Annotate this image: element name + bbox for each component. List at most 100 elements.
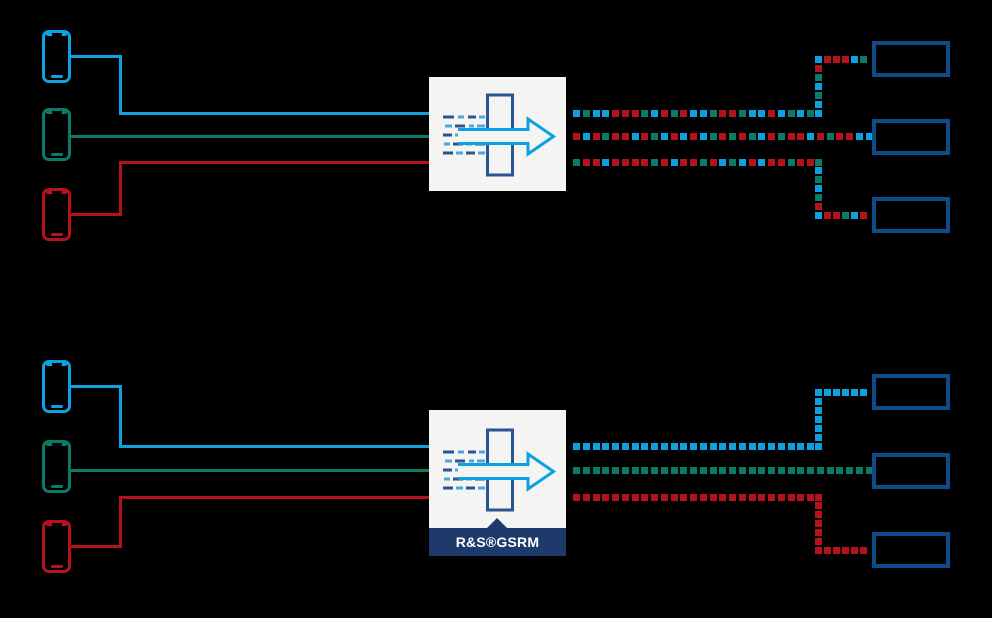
stream-dot-red xyxy=(690,158,697,166)
stream-dot-green xyxy=(787,466,795,474)
stream-dot-green xyxy=(592,466,600,474)
stream-dot-red xyxy=(816,132,824,140)
stream-dot-blue xyxy=(815,100,822,108)
stream-dot-green xyxy=(815,193,822,201)
connection-line xyxy=(71,469,429,472)
stream-dot-green xyxy=(651,466,658,474)
stream-dot-blue xyxy=(719,158,727,166)
connection-line xyxy=(71,545,122,548)
stream-dot-blue xyxy=(670,158,678,166)
stream-dot-red xyxy=(836,132,844,140)
stream-dot-green xyxy=(573,158,580,166)
stream-dot-green xyxy=(816,466,824,474)
stream-dot-blue xyxy=(748,109,756,117)
stream-dot-blue xyxy=(709,442,717,450)
stream-dot-blue xyxy=(758,132,766,140)
stream-dot-red xyxy=(777,493,785,501)
stream-dot-green xyxy=(807,466,814,474)
stream-dot-green xyxy=(748,132,756,140)
stream-dot-green xyxy=(842,211,849,219)
phone-notch xyxy=(51,363,62,367)
stream-dot-green xyxy=(670,109,678,117)
stream-dot-red xyxy=(680,109,688,117)
stream-dot-red xyxy=(573,132,580,140)
stream-dot-blue xyxy=(815,211,822,219)
stream-dot-red xyxy=(660,158,668,166)
stream-dot-red xyxy=(641,493,649,501)
phone-home-bar xyxy=(50,153,63,156)
stream-dot-green xyxy=(651,158,658,166)
phone-icon-red xyxy=(42,520,71,573)
stream-dot-red xyxy=(612,158,619,166)
stream-dot-green xyxy=(826,132,834,140)
gsrm-banner: R&S®GSRM xyxy=(429,528,566,556)
stream-dot-red xyxy=(729,493,736,501)
stream-dot-red xyxy=(582,493,590,501)
stream-dot-green xyxy=(719,466,727,474)
stream-dot-blue xyxy=(699,109,707,117)
stream-dot-green xyxy=(729,466,736,474)
stream-dot-blue xyxy=(651,109,658,117)
stream-dot-red xyxy=(680,158,688,166)
stream-dot-red xyxy=(729,109,736,117)
stream-dot-red xyxy=(612,132,619,140)
stream-dot-blue xyxy=(807,442,814,450)
phone-home-bar xyxy=(50,485,63,488)
stream-dot-green xyxy=(777,466,785,474)
stream-dot-green xyxy=(797,466,805,474)
connection-line xyxy=(71,55,122,58)
stream-dot-red xyxy=(824,546,831,554)
stream-dot-blue xyxy=(842,388,849,396)
stream-dot-blue xyxy=(612,442,619,450)
stream-dot-green xyxy=(709,466,717,474)
stream-dot-blue xyxy=(815,442,822,450)
stream-dot-green xyxy=(777,132,785,140)
receiver-box xyxy=(872,374,950,410)
stream-dot-green xyxy=(709,109,717,117)
stream-dot-red xyxy=(719,109,727,117)
stream-dot-green xyxy=(846,466,853,474)
stream-dot-red xyxy=(815,546,822,554)
stream-dot-green xyxy=(670,466,678,474)
stream-dot-red xyxy=(641,158,649,166)
receiver-box xyxy=(872,197,950,233)
stream-dot-green xyxy=(807,109,814,117)
stream-dot-green xyxy=(602,132,610,140)
stream-dot-green xyxy=(738,109,746,117)
connection-line xyxy=(71,385,122,388)
stream-dot-blue xyxy=(815,185,822,192)
stream-dot-red xyxy=(748,158,756,166)
stream-dot-blue xyxy=(690,109,697,117)
phone-icon-red xyxy=(42,188,71,241)
stream-dot-green xyxy=(729,158,736,166)
stream-dot-blue xyxy=(738,442,746,450)
stream-dot-blue xyxy=(797,442,805,450)
stream-dot-red xyxy=(582,158,590,166)
stream-dot-red xyxy=(797,132,805,140)
stream-dot-green xyxy=(621,466,629,474)
stream-dot-red xyxy=(660,109,668,117)
stream-dot-green xyxy=(860,55,867,63)
connection-line xyxy=(119,445,429,448)
stream-dot-blue xyxy=(758,158,766,166)
multiplexer-icon xyxy=(443,93,557,177)
stream-dot-blue xyxy=(699,442,707,450)
stream-dot-blue xyxy=(815,433,822,441)
phone-notch xyxy=(51,111,62,115)
stream-dot-red xyxy=(815,511,822,519)
stream-dot-red xyxy=(824,211,831,219)
gsrm-label: R&S®GSRM xyxy=(455,534,540,550)
stream-dot-blue xyxy=(851,388,858,396)
stream-dot-red xyxy=(797,493,805,501)
stream-dot-red xyxy=(592,493,600,501)
stream-dot-red xyxy=(797,158,805,166)
stream-dot-blue xyxy=(680,132,688,140)
stream-dot-blue xyxy=(631,442,639,450)
stream-dot-red xyxy=(631,493,639,501)
stream-dot-red xyxy=(699,493,707,501)
stream-dot-green xyxy=(768,466,775,474)
stream-dot-red xyxy=(824,55,831,63)
stream-dot-red xyxy=(592,158,600,166)
stream-dot-green xyxy=(729,132,736,140)
